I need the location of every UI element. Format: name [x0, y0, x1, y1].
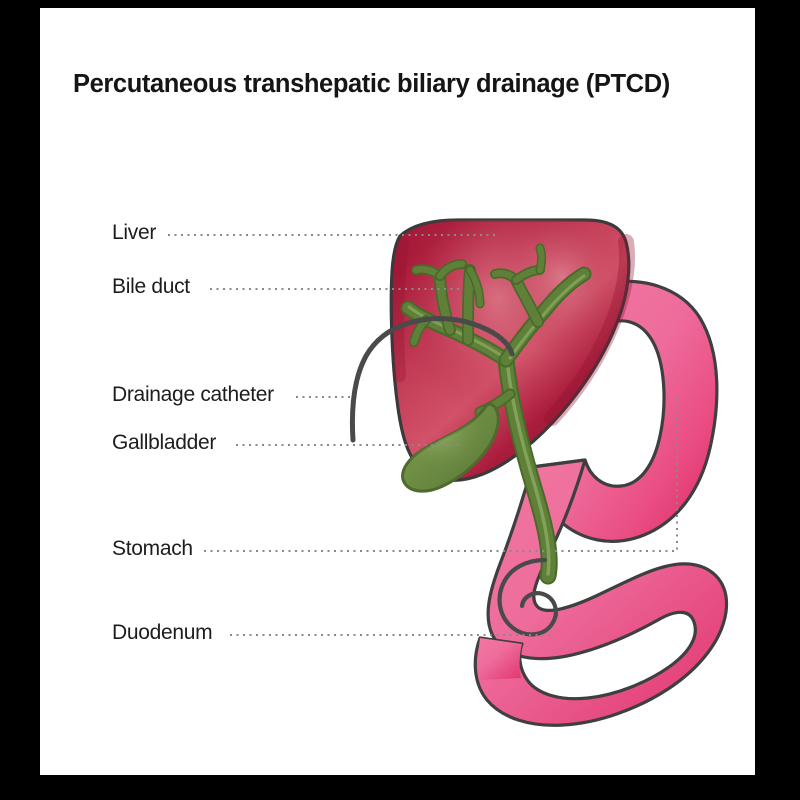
diagram-card: Percutaneous transhepatic biliary draina…: [40, 8, 755, 775]
gallbladder: [401, 402, 500, 493]
page-title: Percutaneous transhepatic biliary draina…: [73, 70, 670, 98]
label-drainage-catheter: Drainage catheter: [112, 383, 274, 406]
leader-lines: [168, 234, 678, 636]
anatomy-illustration: [168, 218, 729, 727]
label-gallbladder: Gallbladder: [112, 431, 217, 454]
label-duodenum: Duodenum: [112, 621, 213, 644]
leader-stomach: [204, 396, 678, 552]
label-bile-duct: Bile duct: [112, 275, 190, 298]
catheter-pigtail-icon: [497, 557, 558, 637]
label-liver: Liver: [112, 221, 157, 244]
drainage-catheter: [349, 315, 515, 443]
label-stomach: Stomach: [112, 537, 193, 560]
